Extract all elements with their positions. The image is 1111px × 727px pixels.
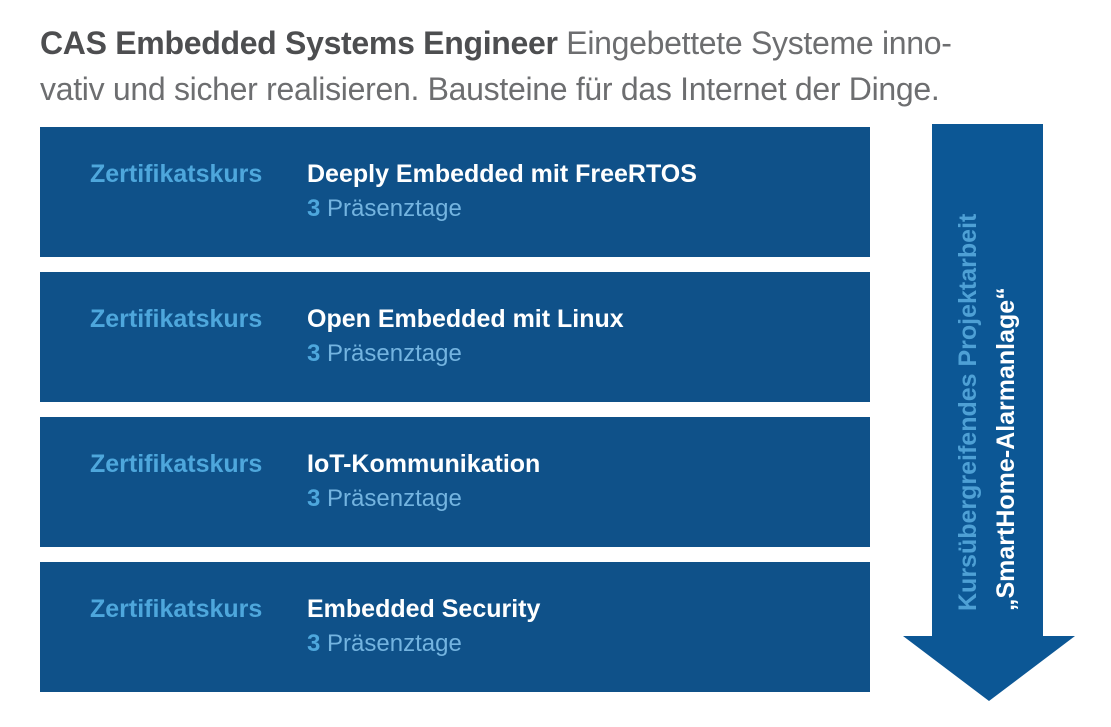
course-type-label: Zertifikatskurs	[90, 305, 263, 333]
course-title: Deeply Embedded mit FreeRTOS	[307, 160, 697, 188]
course-info: Open Embedded mit Linux 3 Präsenztage	[307, 302, 624, 371]
page-title: CAS Embedded Systems Engineer Eingebette…	[40, 20, 1102, 112]
course-list: Zertifikatskurs Deeply Embedded mit Free…	[40, 127, 870, 692]
days-label: Präsenztage	[327, 630, 462, 657]
project-arrow-text: Kursübergreifendes Projektarbeit „SmartH…	[949, 125, 1025, 625]
days-label: Präsenztage	[327, 195, 462, 222]
days-label: Präsenztage	[327, 485, 462, 512]
project-arrow-line2: „SmartHome-Alarmanlage“	[992, 287, 1020, 611]
course-days: 3 Präsenztage	[307, 482, 540, 516]
course-title: Embedded Security	[307, 595, 541, 623]
course-row-linux: Zertifikatskurs Open Embedded mit Linux …	[40, 272, 870, 402]
program-name: CAS Embedded Systems Engineer	[40, 25, 558, 61]
course-row-iot: Zertifikatskurs IoT-Kommunikation 3 Präs…	[40, 417, 870, 547]
course-title: IoT-Kommunikation	[307, 450, 541, 478]
days-count: 3	[307, 195, 321, 222]
down-arrow-icon	[903, 124, 1075, 701]
program-subtitle-line1: Eingebettete Systeme inno-	[566, 25, 952, 61]
days-count: 3	[307, 340, 321, 367]
course-title: Open Embedded mit Linux	[307, 305, 624, 333]
course-info: Deeply Embedded mit FreeRTOS 3 Präsenzta…	[307, 157, 697, 226]
course-type-label: Zertifikatskurs	[90, 160, 263, 188]
course-type-label: Zertifikatskurs	[90, 595, 263, 623]
project-arrow-line1: Kursübergreifendes Projektarbeit	[954, 213, 982, 611]
course-type-label: Zertifikatskurs	[90, 450, 263, 478]
course-days: 3 Präsenztage	[307, 627, 540, 661]
days-count: 3	[307, 630, 321, 657]
course-info: Embedded Security 3 Präsenztage	[307, 592, 540, 661]
course-days: 3 Präsenztage	[307, 192, 697, 226]
course-days: 3 Präsenztage	[307, 337, 624, 371]
program-subtitle-line2: vativ und sicher realisieren. Bausteine …	[40, 71, 940, 107]
course-row-freertos: Zertifikatskurs Deeply Embedded mit Free…	[40, 127, 870, 257]
course-info: IoT-Kommunikation 3 Präsenztage	[307, 447, 540, 516]
days-count: 3	[307, 485, 321, 512]
course-row-security: Zertifikatskurs Embedded Security 3 Präs…	[40, 562, 870, 692]
days-label: Präsenztage	[327, 340, 462, 367]
